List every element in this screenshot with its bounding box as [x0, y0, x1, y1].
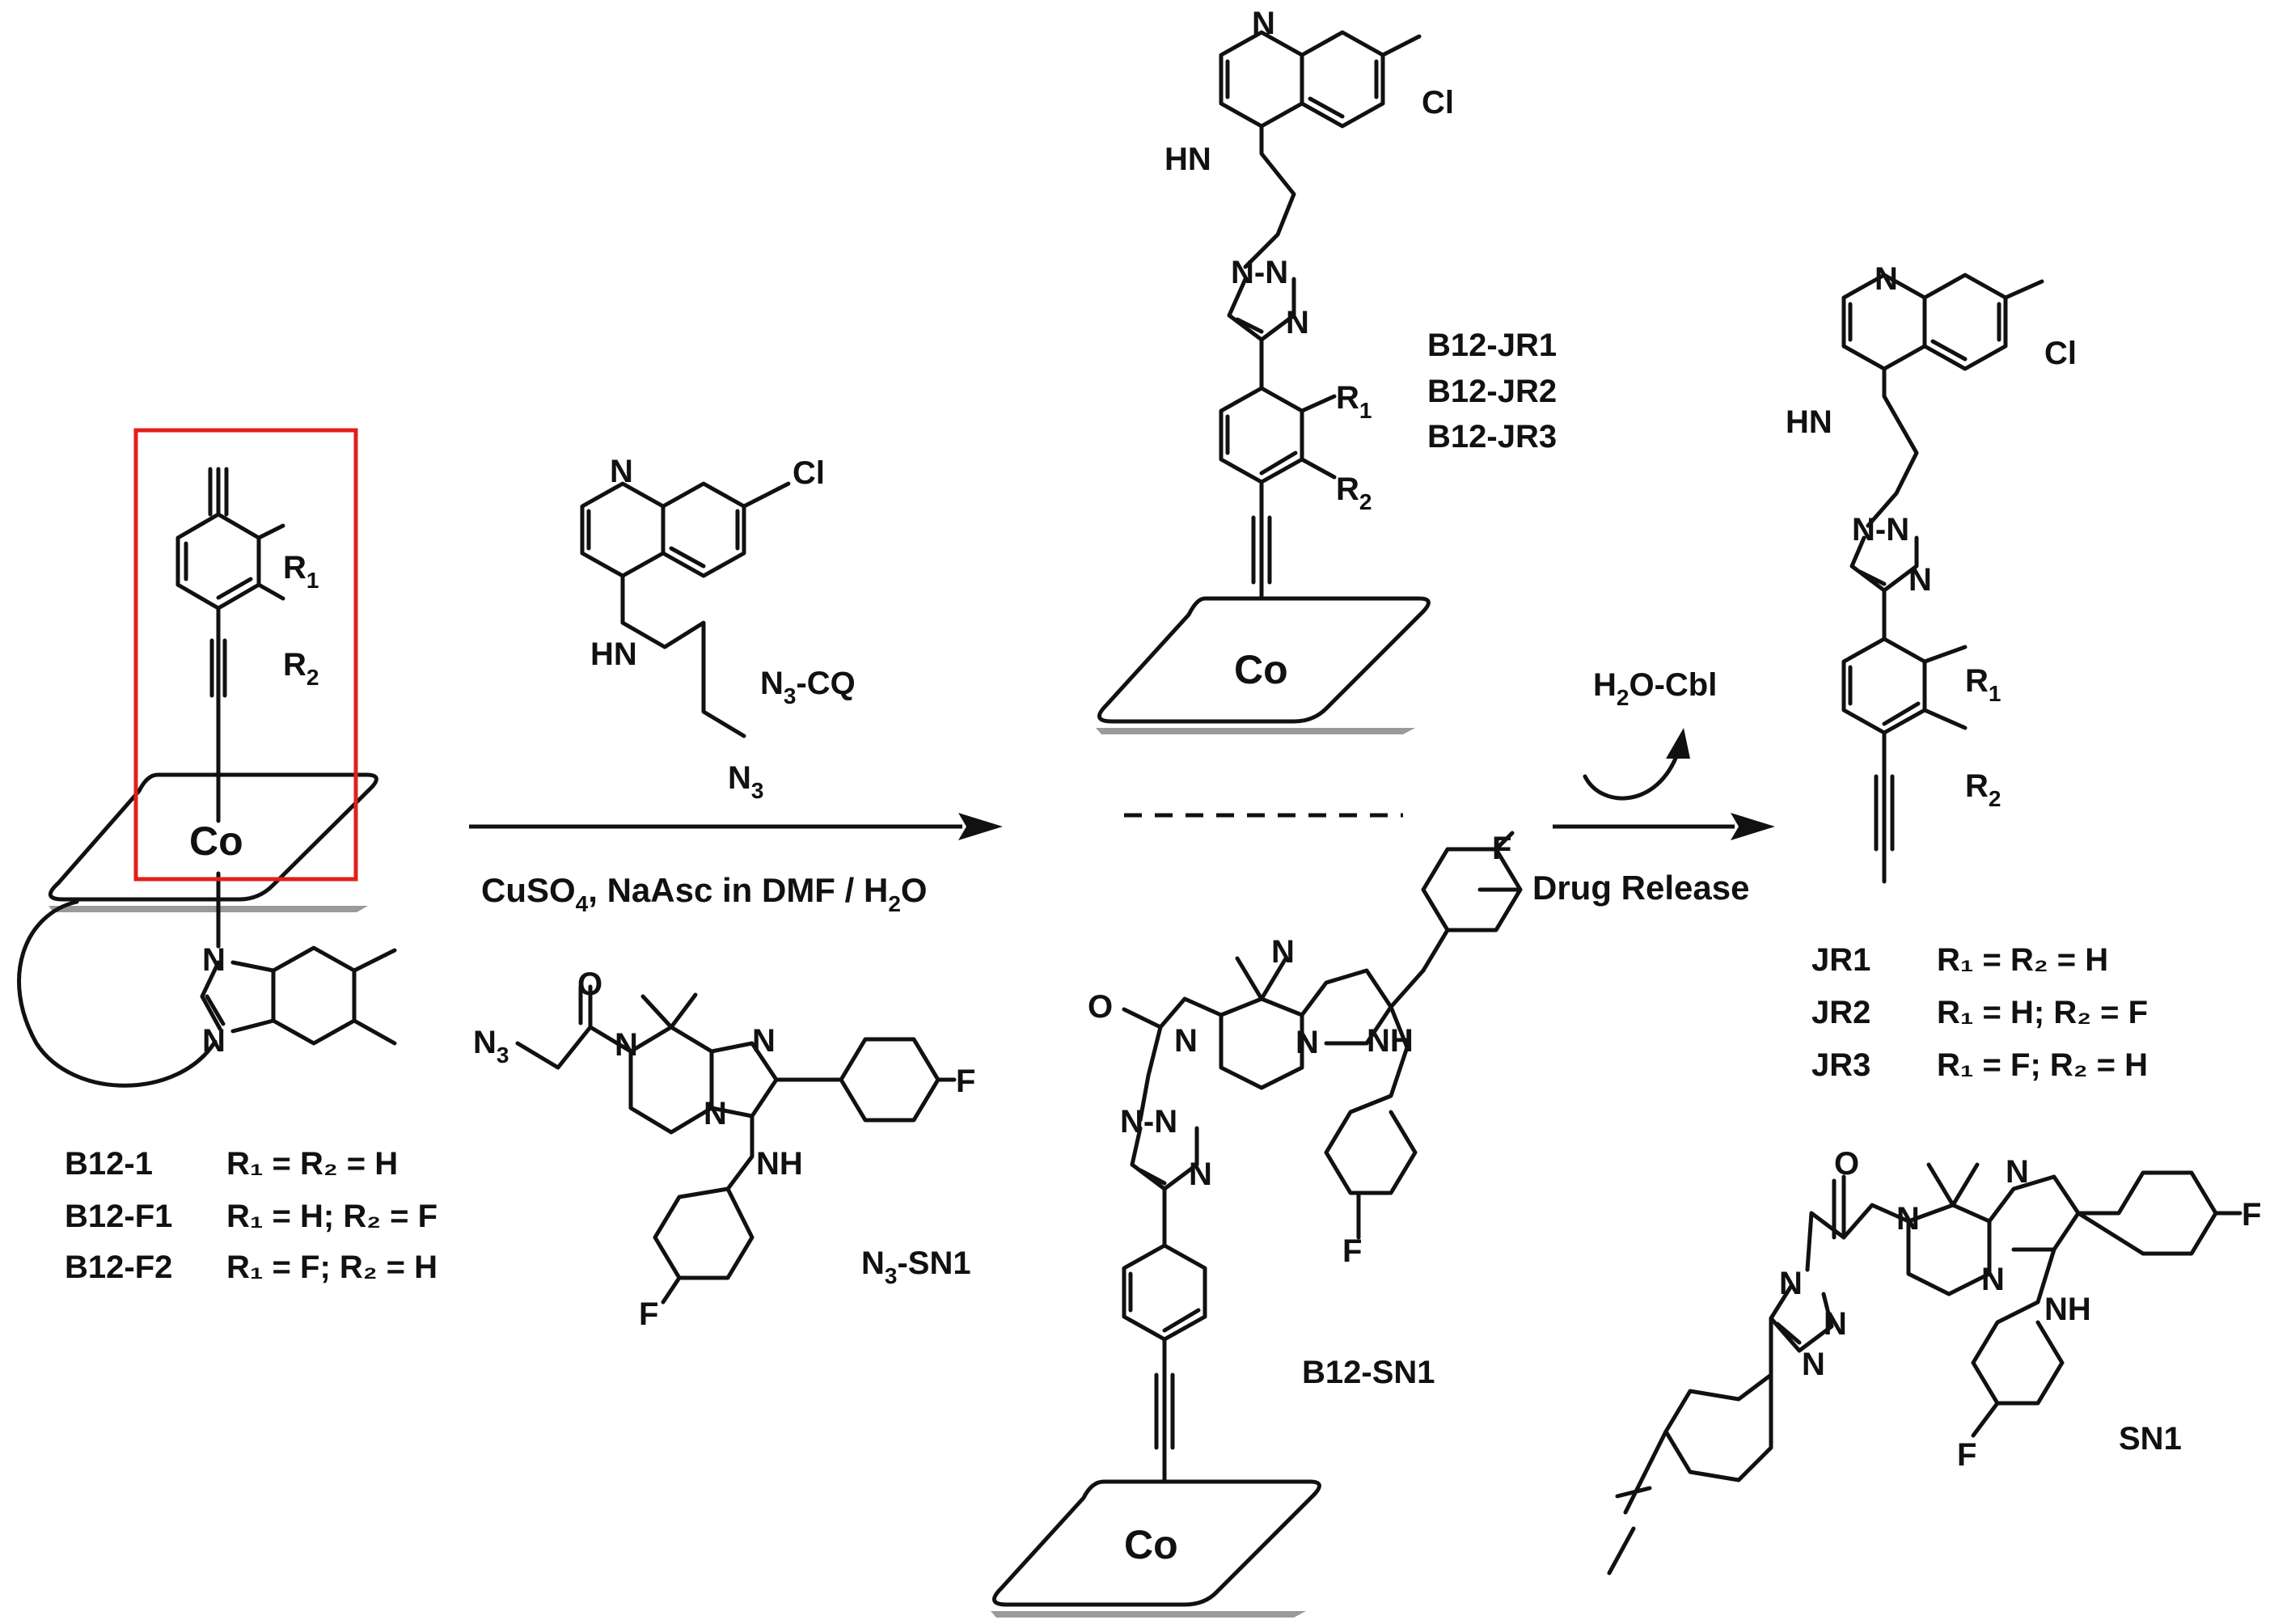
nitrogen-label: N [1875, 261, 1898, 297]
substituent-definition: R₁ = H; R₂ = F [226, 1199, 437, 1234]
b12-jr-structure: Co N Cl HN N-N N R1 R2 B12-JR1 B12-JR2 B… [1096, 6, 1557, 734]
triazole-label: N [1779, 1266, 1803, 1301]
nitrogen-label: N [610, 454, 633, 489]
compound-name: B12-JR3 [1427, 419, 1557, 455]
nitrogen-label: N [1271, 934, 1295, 970]
chlorine-label: Cl [1422, 85, 1454, 121]
fluorine-label: F [639, 1296, 658, 1332]
n3-sn1-label: N3-SN1 [861, 1245, 971, 1288]
azide-label: N3 [728, 760, 763, 803]
nitrogen-label: N [1981, 1262, 2005, 1297]
n3-sn1-structure: N3 O N N N F NH F N3-SN1 [473, 966, 975, 1332]
nitrogen-label: N [1896, 1201, 1920, 1237]
b12-sn1-structure: Co O N N N F NH F N-N N B12-SN1 [991, 831, 1523, 1618]
sn1-structure: O N N N F NH F N N N SN1 [1607, 1146, 2261, 1575]
b12-series-legend: B12-1 R₁ = R₂ = H B12-F1 R₁ = H; R₂ = F … [65, 1146, 437, 1285]
compound-name: B12-F1 [65, 1199, 172, 1234]
nitrogen-label: N [752, 1023, 776, 1059]
fluorine-label: F [1957, 1437, 1976, 1473]
substituent-definition: R₁ = F; R₂ = H [1937, 1047, 2148, 1083]
compound-name: B12-JR1 [1427, 328, 1557, 363]
corrin-plate [1097, 596, 1431, 724]
sn1-label: SN1 [2119, 1421, 2182, 1457]
jr-structure: N Cl HN N-N N R1 R2 [1786, 261, 2077, 884]
r1-label: R1 [283, 550, 319, 593]
nitrogen-label: N [704, 1096, 727, 1131]
oxygen-label: O [1088, 989, 1113, 1025]
corrin-plate [49, 772, 378, 902]
fluorine-label: F [1342, 1233, 1362, 1269]
h2o-cbl-label: H2O-Cbl [1593, 667, 1717, 710]
b12-starting-material: Co R1 R2 N N [17, 428, 397, 1088]
oxygen-label: O [1834, 1146, 1859, 1182]
nitrogen-label: N [1296, 1025, 1319, 1060]
nitrogen-label: N [615, 1027, 638, 1063]
amine-label: HN [1786, 404, 1832, 440]
r1-label: R1 [1965, 663, 2001, 706]
nitrogen-label: N [1174, 1023, 1198, 1059]
r2-label: R2 [1336, 472, 1372, 514]
substituent-definition: R₁ = R₂ = H [1937, 942, 2108, 978]
compound-name: JR1 [1811, 942, 1870, 978]
compound-name: B12-1 [65, 1146, 153, 1182]
nitrogen-label: N [2006, 1154, 2029, 1190]
chlorine-label: Cl [2044, 336, 2077, 371]
reaction-conditions: CuSO4, NaAsc in DMF / H2O [481, 871, 928, 916]
r2-label: R2 [283, 647, 319, 690]
fluorine-label: F [1492, 831, 1511, 866]
oxygen-label: O [577, 966, 602, 1002]
cobalt-label: Co [1234, 647, 1288, 692]
nitrogen-label: N [1824, 1306, 1847, 1342]
amine-label: HN [1164, 142, 1211, 177]
reaction-arrow-click: CuSO4, NaAsc in DMF / H2O [469, 813, 1003, 916]
triazole-label: N-N [1120, 1104, 1177, 1140]
amine-label: NH [1367, 1023, 1414, 1059]
triazole-label: N-N [1231, 255, 1288, 290]
highlight-box [133, 428, 358, 882]
fluorine-label: F [2242, 1197, 2261, 1233]
compound-name: JR3 [1811, 1047, 1870, 1083]
substituent-definition: R₁ = R₂ = H [226, 1146, 398, 1182]
r1-label: R1 [1336, 380, 1372, 423]
compound-name: B12-JR2 [1427, 374, 1557, 409]
substituent-definition: R₁ = F; R₂ = H [226, 1250, 437, 1285]
nitrogen-label: N [1908, 562, 1932, 598]
drug-release-label: Drug Release [1532, 869, 1749, 907]
cobalt-label: Co [189, 818, 243, 864]
amine-label: NH [2044, 1292, 2091, 1327]
n3-cq-structure: N Cl HN N3 N3-CQ [580, 454, 856, 803]
jr-series-legend: JR1 R₁ = R₂ = H JR2 R₁ = H; R₂ = F JR3 R… [1811, 942, 2148, 1083]
chlorine-label: Cl [793, 455, 825, 491]
azide-label: N3 [473, 1025, 509, 1068]
compound-name: JR2 [1811, 995, 1870, 1030]
nitrogen-label: N [1802, 1347, 1825, 1382]
nitrogen-label: N [202, 1023, 226, 1059]
nitrogen-label: N [1252, 6, 1275, 41]
substituent-definition: R₁ = H; R₂ = F [1937, 995, 2148, 1030]
nitrogen-label: N [202, 942, 226, 978]
nitrogen-label: N [1189, 1157, 1212, 1192]
b12-sn1-label: B12-SN1 [1302, 1355, 1435, 1390]
nitrogen-label: N [1286, 305, 1309, 340]
corrin-plate [992, 1479, 1321, 1607]
n3-cq-label: N3-CQ [760, 666, 856, 708]
amine-label: NH [756, 1146, 803, 1182]
cobalt-label: Co [1124, 1522, 1178, 1567]
reaction-arrow-release: H2O-Cbl Drug Release [1532, 667, 1775, 907]
fluorine-label: F [956, 1064, 975, 1099]
amine-label: HN [590, 636, 637, 672]
r2-label: R2 [1965, 768, 2001, 811]
compound-name: B12-F2 [65, 1250, 172, 1285]
triazole-label: N-N [1852, 512, 1909, 548]
